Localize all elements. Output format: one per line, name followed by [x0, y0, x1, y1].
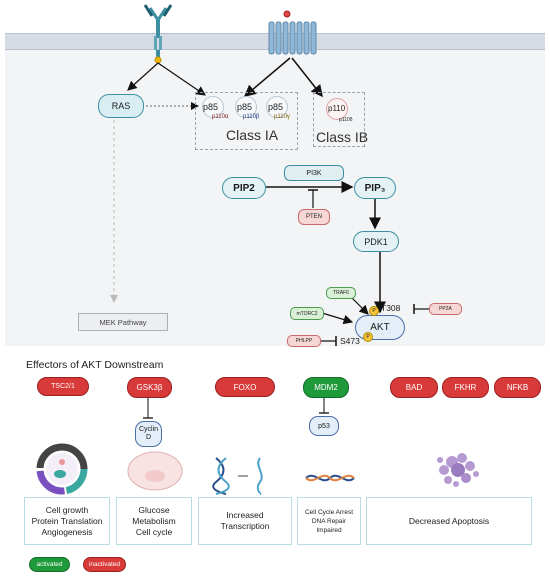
pdk1-node: PDK1: [353, 231, 399, 252]
bad-node: BAD: [390, 377, 438, 398]
pip3-node: PIP₃: [354, 177, 396, 199]
glucose-metabolism-box: Glucose Metabolism Cell cycle: [116, 497, 192, 545]
class-ib-label: Class IB: [316, 129, 369, 145]
mdm2-node: MDM2: [303, 377, 349, 398]
p110-beta-label: p110β: [243, 114, 260, 120]
phospho-t308-badge: P: [369, 306, 379, 316]
fkhr-node: FKHR: [442, 377, 489, 398]
cell-cycle-arrest-box: Cell Cycle Arrest DNA Repair Impaired: [297, 497, 361, 545]
cell-membrane: [5, 33, 545, 50]
class-ia-box: [195, 92, 298, 150]
p85-alpha-node: [202, 96, 224, 118]
t308-label: T308: [381, 303, 401, 313]
nfkb-node: NFKB: [494, 377, 541, 398]
p85-beta-label: p85: [237, 102, 253, 112]
phlpp-node: PHLPP: [287, 335, 321, 347]
cell-growth-illustration: [36, 443, 88, 495]
signaling-panel: [5, 33, 545, 346]
p85-gamma-label: p85: [268, 102, 284, 112]
tsc-node: TSC2/1: [37, 377, 89, 396]
p85-alpha-label: p85: [203, 102, 219, 112]
rtk-receptor-icon: [143, 4, 173, 64]
p110-gamma-label: p110γ: [274, 114, 290, 120]
p85-gamma-node: [266, 96, 288, 118]
s473-label: S473: [340, 336, 360, 346]
class-ib-box: [313, 92, 365, 147]
p53-node: p53: [309, 416, 339, 436]
p110-label: p110: [328, 104, 346, 113]
p110-alpha-label: p110α: [212, 114, 229, 120]
p110-delta-label: p110δ: [339, 117, 353, 123]
dna-repair-illustration: [305, 474, 355, 482]
p110-node: [326, 98, 348, 120]
p85-beta-node: [235, 96, 257, 118]
class-ia-label: Class IA: [226, 127, 279, 143]
apoptosis-cluster-illustration: [437, 453, 479, 487]
mtorc2-node: mTORC2: [290, 307, 324, 320]
foxo-node: FOXO: [215, 377, 275, 397]
decreased-apoptosis-box: Decreased Apoptosis: [366, 497, 532, 545]
pip2-node: PIP2: [222, 177, 266, 199]
glucose-cell-illustration: [127, 451, 183, 491]
cyclin-d-node: Cyclin D: [135, 421, 162, 447]
legend-activated: activated: [29, 557, 70, 572]
effectors-title: Effectors of AKT Downstream: [26, 359, 164, 371]
cell-growth-box: Cell growth Protein Translation Angiogen…: [24, 497, 110, 545]
pi3k-node: PI3K: [284, 165, 344, 181]
pp2a-node: PP2A: [429, 303, 462, 315]
legend-inactivated: inactivated: [83, 557, 126, 572]
gpcr-receptor-icon: [268, 10, 317, 55]
mek-pathway-node: MEK Pathway: [78, 313, 168, 331]
ras-node: RAS: [98, 94, 144, 118]
increased-transcription-box: Increased Transcription: [198, 497, 292, 545]
pten-node: PTEN: [298, 209, 330, 225]
traf6-node: TRAF6: [326, 287, 356, 299]
phospho-s473-badge: P: [363, 332, 373, 342]
dna-helix-illustration: [212, 457, 263, 495]
gsk3b-node: GSK3β: [127, 377, 172, 398]
